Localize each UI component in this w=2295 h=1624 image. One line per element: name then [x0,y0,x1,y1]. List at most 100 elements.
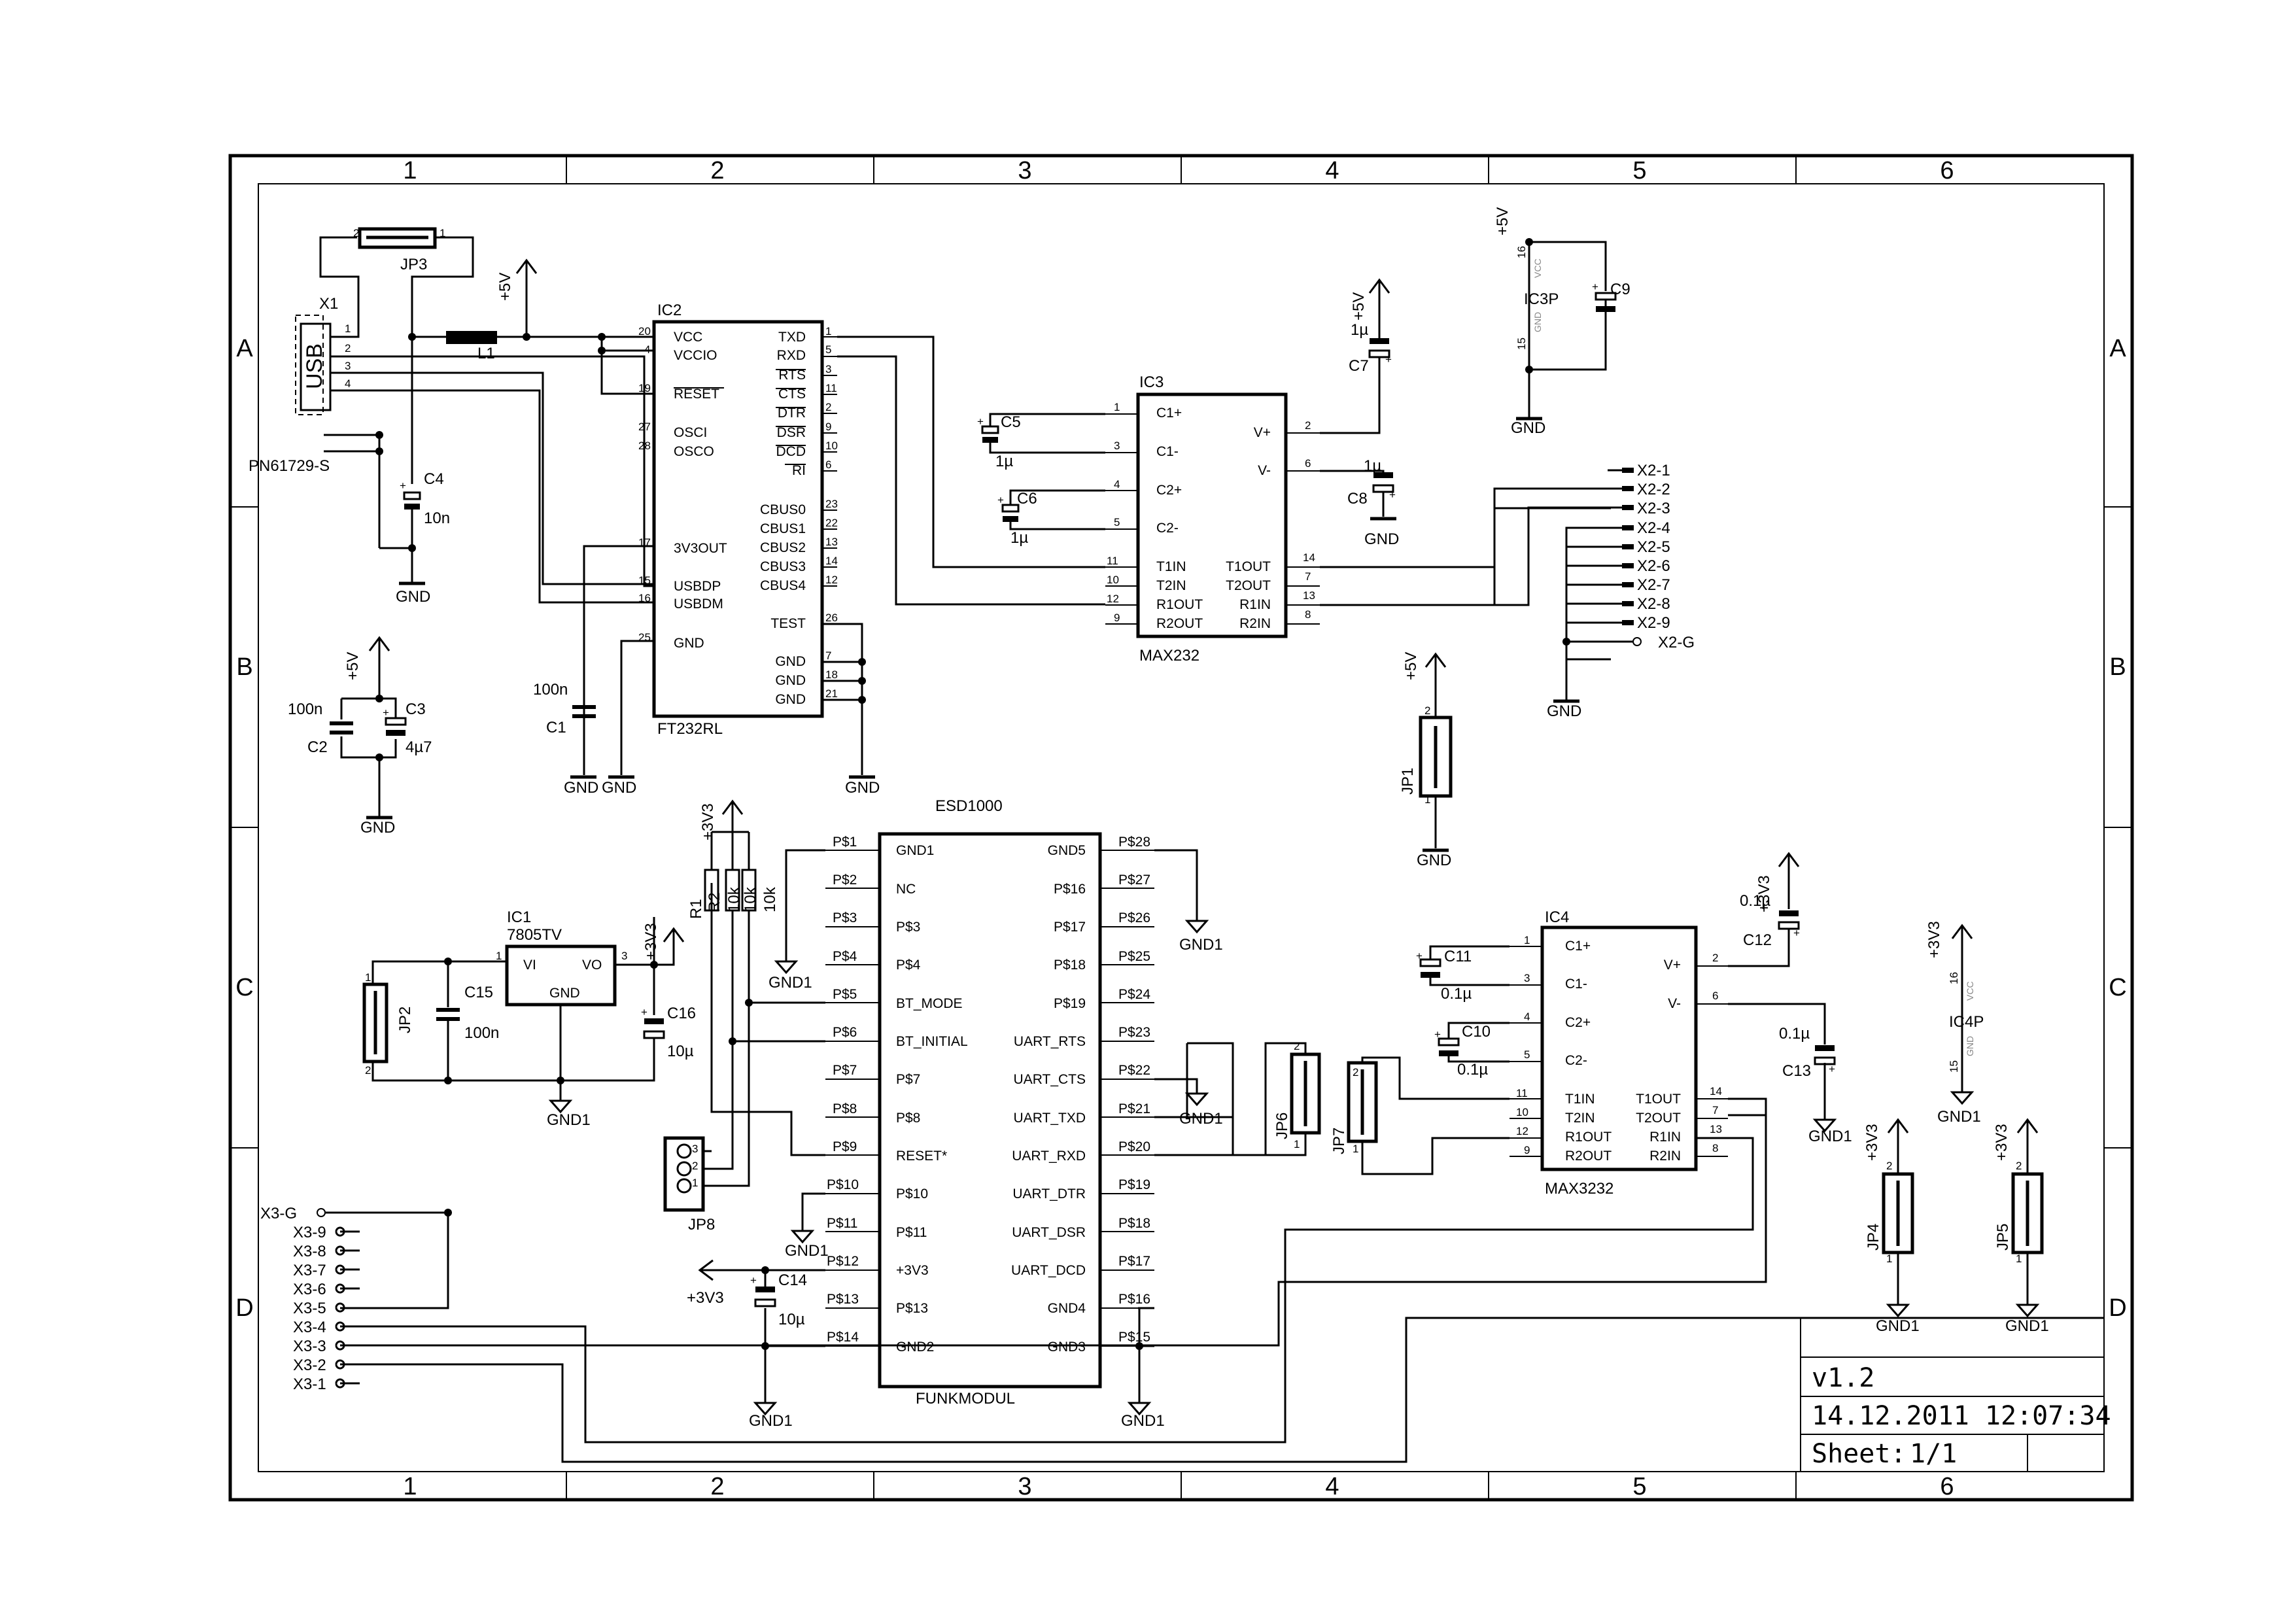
gnd1-net-label: GND1 [2005,1317,2049,1335]
pin-name: P$11 [896,1225,927,1240]
esd-part: FUNKMODUL [916,1390,1015,1408]
c12-ref: C12 [1743,931,1772,949]
pad-label: P$23 [1118,1025,1150,1040]
ic-max232: IC3 MAX232 C1+ C1- C2+ C2- T1IN T2IN R1O… [1105,373,1320,665]
pin-name: P$7 [896,1072,920,1087]
pin-number: 5 [825,343,831,356]
c4-value: 10n [424,510,450,527]
pin-number: 12 [825,574,838,586]
jp5-ref: JP5 [1994,1224,2012,1251]
pin-name: GND [674,636,704,651]
c15-ref: C15 [464,984,493,1001]
vo-pin-name: VO [582,958,602,973]
pin-name: C1+ [1565,939,1591,954]
pin-number: 13 [825,536,838,548]
pin-number: 4 [345,377,351,390]
ic3-power-pins: + C9 +5V 16 VCC IC3P 15 GND GND [1494,207,1631,437]
pin-name: P$4 [896,958,921,973]
pin-name: UART_DCD [1011,1263,1086,1278]
pin-number: 3 [692,1143,698,1155]
pin-name: NC [896,882,916,897]
pin-number: 11 [825,382,837,394]
p3v3-net-label: +3V3 [1925,921,1943,958]
p3v3-net-label: +3V3 [642,923,660,960]
svg-text:+: + [997,494,1004,506]
pin-number: 2 [1424,704,1430,717]
gnd1-net-label: GND1 [1876,1317,1920,1335]
pin-name: GND [775,692,806,707]
jumper-jp2: 1 2 JP2 [362,965,414,1080]
x2-pin-label: X2-3 [1637,500,1670,517]
c1-value: 100n [533,681,568,699]
capacitor-c8: + 1µ C8 GND [1320,457,1399,548]
c5-ref: C5 [1001,413,1021,431]
pin-name: C2- [1565,1053,1587,1068]
pin-name: R1IN [1649,1130,1681,1145]
pin-name: GND [775,673,806,688]
pin-name: VCC [674,330,702,345]
pad-label: P$10 [827,1177,859,1192]
gnd-net-label: GND [845,779,880,797]
p3v3-net-label: +3V3 [699,803,717,840]
svg-text:+: + [400,479,406,492]
r1-value: 10k [725,886,743,912]
pad-label: P$24 [1118,987,1150,1002]
r2-ref: R2 [706,892,723,912]
pin-number: 12 [1516,1125,1528,1137]
row-label: D [2109,1294,2126,1322]
c15-value: 100n [464,1024,499,1042]
pad-label: P$7 [833,1063,857,1078]
row-label: D [235,1294,253,1322]
svg-text:+: + [1434,1028,1441,1041]
r2-value: 10k [742,886,759,912]
pin-number: 1 [496,950,502,962]
column-label: 3 [1018,157,1031,184]
pin-number: 3 [825,363,831,375]
gnd-net-label: GND [1511,419,1545,437]
pin-name: VCCIO [674,348,717,363]
ic4p-ref: IC4P [1949,1013,1984,1031]
pin-number: 1 [1886,1253,1892,1265]
gnd-net-label: GND [360,819,395,837]
row-label: A [236,335,253,362]
column-label: 1 [403,157,417,184]
pin-name: R2IN [1239,616,1271,631]
pad-label: P$18 [1118,1216,1150,1231]
pin-number: 5 [1114,516,1120,528]
c1-ref: C1 [546,719,566,736]
pin-number: 1 [440,227,445,239]
gnd-pin-name: GND [549,986,580,1001]
pad-label: P$14 [827,1330,859,1345]
pin-name: R2OUT [1156,616,1203,631]
pin-name: UART_CTS [1014,1072,1086,1087]
pin-name: T2OUT [1636,1111,1681,1126]
pin-number: 12 [1107,593,1119,605]
pin-name: RXD [777,348,806,363]
x3-pin-label: X3-4 [293,1319,326,1336]
c6-value: 1µ [1010,529,1028,547]
gnd-pin-name: GND [1965,1036,1975,1056]
c13-ref: C13 [1782,1062,1811,1080]
pin-name: V+ [1254,425,1271,440]
svg-text:+: + [977,415,984,428]
pin-name: GND4 [1048,1301,1086,1316]
pin-number: 4 [1114,478,1120,491]
pin-name: UART_RTS [1014,1034,1086,1049]
pin-name: R2OUT [1565,1149,1612,1164]
pin-number: 6 [825,458,831,471]
x2-pin-label: X2-1 [1637,462,1670,479]
pin-name: C2+ [1565,1015,1591,1030]
pin-name: P$18 [1054,958,1086,973]
pad-label: P$20 [1118,1139,1150,1154]
pin-name: CBUS2 [760,540,806,555]
svg-text:+: + [1385,353,1392,366]
p3v3-net-label: +3V3 [687,1289,724,1307]
pin-name: V+ [1664,958,1681,973]
pin-name: USBDP [674,579,721,594]
x1-part: PN61729-S [249,457,330,475]
gnd1-net-label: GND1 [749,1412,793,1430]
c10-value: 0.1µ [1457,1061,1488,1079]
pad-label: P$17 [1118,1254,1150,1269]
vcc-pin-name: VCC [1965,981,1975,1001]
gnd-net-label: GND [1547,702,1581,720]
